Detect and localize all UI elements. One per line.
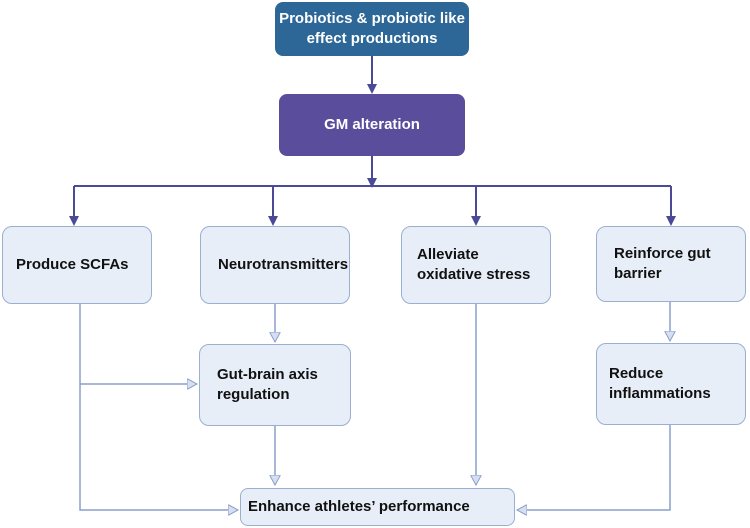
arrow-scfa-to-performance <box>79 304 238 510</box>
node-alleviate-oxidative-stress: Alleviate oxidative stress <box>401 226 551 304</box>
node-probiotics-label: Probiotics & probiotic like effect produ… <box>279 10 465 47</box>
node-alleviate-oxidative-stress-label: Alleviate oxidative stress <box>417 246 531 283</box>
node-gut-brain-axis-label: Gut-brain axis regulation <box>217 366 318 403</box>
node-reduce-inflammations: Reduce inflammations <box>596 343 746 425</box>
node-gut-brain-axis: Gut-brain axis regulation <box>199 344 351 426</box>
node-probiotics: Probiotics & probiotic like effect produ… <box>275 2 469 56</box>
node-produce-scfas: Produce SCFAs <box>2 226 152 304</box>
node-reinforce-gut-barrier: Reinforce gut barrier <box>596 226 746 302</box>
arrow-inflammations-to-performance <box>517 425 671 510</box>
node-gm-alteration: GM alteration <box>279 94 465 156</box>
node-produce-scfas-label: Produce SCFAs <box>16 256 129 273</box>
node-neurotransmitters: Neurotransmitters <box>200 226 350 304</box>
node-reinforce-gut-barrier-label: Reinforce gut barrier <box>614 245 711 282</box>
node-enhance-performance: Enhance athletes’ performance <box>240 488 515 526</box>
node-enhance-performance-label: Enhance athletes’ performance <box>248 498 470 515</box>
node-reduce-inflammations-label: Reduce inflammations <box>609 365 711 402</box>
node-neurotransmitters-label: Neurotransmitters <box>218 256 349 273</box>
node-gm-alteration-label: GM alteration <box>324 116 420 133</box>
